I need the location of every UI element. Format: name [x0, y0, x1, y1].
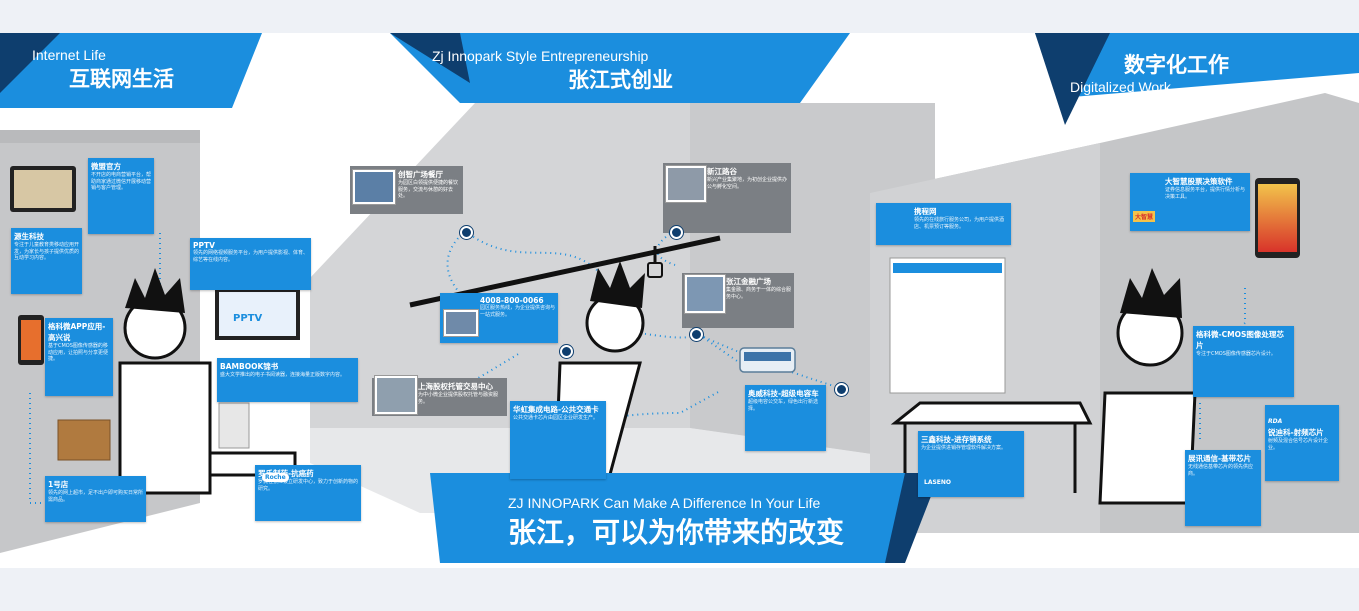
room-background [0, 33, 1359, 563]
banner-en: Digitalized Work [1070, 79, 1171, 95]
card-huahong: 华虹集成电路-公共交通卡 公共交通卡芯片由园区企业研发生产。 [510, 401, 606, 479]
card-title: PPTV [193, 241, 215, 250]
card-desc: 不开店的电商营销平台，帮助商家通过微信开展移动营销与客户管理。 [91, 172, 152, 191]
card-title: 1号店 [48, 480, 69, 489]
card-title: 格科微-CMOS图像处理芯片 [1196, 330, 1284, 350]
innopark-banner: Zj Innopark Style Entrepreneurship 张江式创业 [432, 48, 673, 94]
phone-device [1255, 178, 1300, 258]
card-ctrip: 携程网 领先的在线旅行服务公司，为用户提供酒店、机票预订等服务。 [876, 203, 1011, 245]
card-dazhihui: 大智慧股票决策软件 证券信息服务平台，提供行情分析与决策工具。 [1130, 173, 1250, 231]
card-yihao: 1号店 领先的网上超市，足不出户即可购买日常所需商品。 [45, 476, 146, 522]
service-photo [444, 310, 478, 336]
banner-zh: 数字化工作 [1124, 53, 1229, 77]
banner-en: Zj Innopark Style Entrepreneurship [432, 48, 649, 64]
dazhihui-logo: 大智慧 [1133, 211, 1156, 222]
exhibition-wall: Internet Life 互联网生活 Zj Innopark Style En… [0, 33, 1359, 568]
card-title: 展讯通信-基带芯片 [1188, 454, 1252, 463]
card-desc: 证券信息服务平台，提供行情分析与决策工具。 [1165, 187, 1246, 200]
digital-work-banner: 数字化工作 Digitalized Work [1070, 49, 1229, 95]
card-sanxian: 三鑫科技-进存销系统 为企业提供进销存管理软件解决方案。 [918, 431, 1024, 497]
card-dianche: 奥威科技-超级电容车 超级电容公交车，绿色出行新选择。 [745, 385, 826, 451]
roche-logo: Roche [262, 473, 289, 482]
laseno-logo: LASENO [924, 479, 952, 486]
card-title: BAMBOOK锦书 [220, 362, 279, 371]
route-node [835, 383, 848, 396]
card-desc: 为园区白领提供便捷的餐饮服务，交流与休憩的好去处。 [398, 180, 459, 199]
card-desc: 领先的网上超市，足不出户即可购买日常所需商品。 [48, 490, 144, 503]
card-desc: 新兴产业集聚地，为初创企业提供办公与孵化空间。 [707, 177, 788, 190]
card-title: 大智慧股票决策软件 [1165, 177, 1233, 186]
card-title: 华虹集成电路-公共交通卡 [513, 405, 599, 414]
card-title: 创智广场餐厅 [398, 170, 443, 179]
card-zhanxun: 展讯通信-基带芯片 无线通信基带芯片的领先供应商。 [1185, 450, 1261, 526]
card-desc: 为中小微企业提供股权托管与融资服务。 [418, 392, 499, 405]
card-desc: 专注于CMOS图像传感器芯片设计。 [1196, 351, 1276, 357]
card-desc: 超级电容公交车，绿色出行新选择。 [748, 399, 819, 412]
card-yuansheng: 源生科技 专注于儿童教育类移动应用开发，为家长与孩子提供优质的互动学习内容。 [11, 228, 82, 294]
card-pptv: PPTV 领先的网络视频服务平台，为用户提供影视、体育、综艺等在线内容。 [190, 238, 311, 290]
card-title: 携程网 [914, 207, 937, 216]
card-desc: 公共交通卡芯片由园区企业研发生产。 [513, 415, 599, 421]
card-title: 张江金融广场 [726, 277, 771, 286]
route-node [690, 328, 703, 341]
exchange-photo [375, 376, 417, 414]
card-desc: 集金融、商务于一体的综合服务中心。 [726, 287, 792, 300]
card-title: 上海股权托管交易中心 [418, 382, 493, 391]
card-title: 4008-800-0066 [480, 296, 544, 305]
card-desc: 基于CMOS图像传感器的移动应用，让拍照与分享更便捷。 [48, 343, 109, 362]
banner-zh: 张江式创业 [568, 68, 673, 92]
card-title: 奥威科技-超级电容车 [748, 389, 819, 398]
card-title: 格科微APP应用-高兴说 [48, 322, 106, 342]
card-desc: 无线通信基带芯片的领先供应商。 [1188, 464, 1254, 477]
internet-life-banner: Internet Life 互联网生活 [32, 47, 174, 93]
card-title: 微盟官方 [91, 162, 121, 171]
banner-zh: 互联网生活 [69, 67, 174, 91]
card-desc: 领先的在线旅行服务公司，为用户提供酒店、机票预订等服务。 [914, 217, 1005, 230]
card-gelike: 格科微APP应用-高兴说 基于CMOS图像传感器的移动应用，让拍照与分享更便捷。 [45, 318, 113, 396]
card-bambook: BAMBOOK锦书 盛大文学推出的电子书阅读器，连接海量正版数字内容。 [217, 358, 358, 402]
rda-logo: RDA [1268, 418, 1283, 425]
card-desc: 领先的网络视频服务平台，为用户提供影视、体育、综艺等在线内容。 [193, 250, 309, 263]
card-rda: RDA 锐迪科-射频芯片 射频及混合信号芯片设计企业。 [1265, 405, 1339, 481]
card-desc: 专注于儿童教育类移动应用开发，为家长与孩子提供优质的互动学习内容。 [14, 242, 80, 261]
banner-en: Internet Life [32, 47, 106, 63]
pptv-logo: PPTV [233, 313, 263, 324]
card-cmos: 格科微-CMOS图像处理芯片 专注于CMOS图像传感器芯片设计。 [1193, 326, 1294, 397]
card-title: 锐迪科-射频芯片 [1268, 428, 1324, 437]
route-node [560, 345, 573, 358]
card-desc: 为企业提供进销存管理软件解决方案。 [921, 445, 1007, 451]
card-weimeng: 微盟官方 不开店的电商营销平台，帮助商家通过微信开展移动营销与客户管理。 [88, 158, 154, 234]
card-title: 新江路谷 [707, 167, 737, 176]
building-photo [666, 166, 706, 202]
card-desc: 盛大文学推出的电子书阅读器，连接海量正版数字内容。 [220, 372, 346, 378]
bottom-banner-en: ZJ INNOPARK Can Make A Difference In You… [508, 495, 821, 511]
card-title: 三鑫科技-进存销系统 [921, 435, 992, 444]
card-title: 源生科技 [14, 232, 44, 241]
card-desc: 罗氏在张江设立研发中心，致力于创新药物的研究。 [258, 479, 359, 492]
bottom-banner-zh: 张江，可以为你带来的改变 [508, 516, 845, 549]
finance-photo [685, 275, 725, 313]
route-node [460, 226, 473, 239]
card-desc: 射频及混合信号芯片设计企业。 [1268, 438, 1329, 451]
plaza-photo [353, 170, 395, 204]
card-desc: 园区服务热线，为企业提供咨询与一站式服务。 [480, 305, 556, 318]
bottom-banner: ZJ INNOPARK Can Make A Difference In You… [508, 495, 844, 551]
route-node [670, 226, 683, 239]
